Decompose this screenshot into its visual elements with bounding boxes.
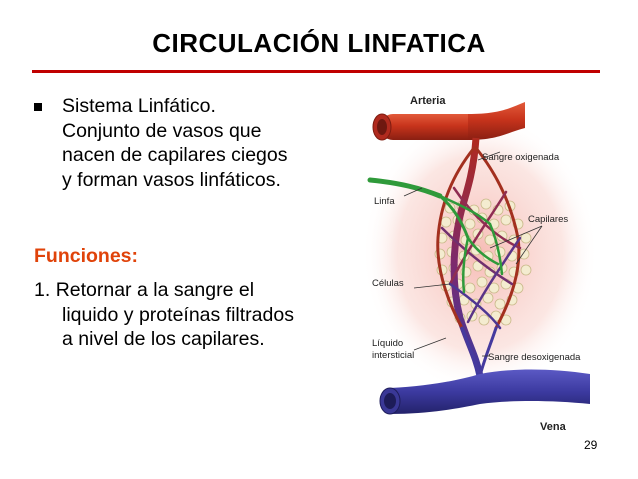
label-pointers bbox=[403, 151, 543, 357]
vein bbox=[379, 369, 590, 415]
capillary-network bbox=[436, 146, 522, 378]
lymphatic-diagram: Arteria Sangre oxigenada Linfa Capilares… bbox=[362, 95, 598, 433]
label-capilares: Capilares bbox=[528, 214, 568, 225]
label-sangre-oxigenada: Sangre oxigenada bbox=[482, 152, 560, 163]
bullet-line: y forman vasos linfáticos. bbox=[62, 168, 281, 191]
bullet-line: Sistema Linfático. bbox=[62, 95, 216, 117]
item-line: a nivel de los capilares. bbox=[62, 328, 265, 350]
lymph-vessels bbox=[367, 177, 504, 294]
label-celulas: Células bbox=[372, 278, 404, 289]
item-line: liquido y proteínas filtrados bbox=[62, 303, 294, 326]
label-liquido: Líquido bbox=[372, 338, 403, 349]
functions-heading: Funciones: bbox=[34, 245, 139, 267]
bullet-line: nacen de capilares ciegos bbox=[62, 144, 288, 166]
page-number: 29 bbox=[584, 438, 598, 452]
bullet-line: Conjunto de vasos que bbox=[62, 119, 262, 142]
label-intersticial: intersticial bbox=[372, 350, 414, 361]
label-linfa: Linfa bbox=[374, 196, 395, 207]
label-sangre-desoxigenada: Sangre desoxigenada bbox=[488, 352, 581, 363]
function-item-1: 1. Retornar a la sangre el liquido y pro… bbox=[34, 278, 294, 352]
label-arteria: Arteria bbox=[410, 95, 446, 107]
artery bbox=[372, 102, 525, 141]
bullet-text: Sistema Linfático. Conjunto de vasos que… bbox=[62, 94, 287, 192]
square-bullet-icon bbox=[34, 103, 42, 111]
slide-title: CIRCULACIÓN LINFATICA bbox=[152, 28, 486, 58]
title-divider bbox=[32, 70, 600, 73]
item-line: Retornar a la sangre el bbox=[55, 279, 255, 301]
item-number: 1. bbox=[34, 279, 51, 301]
label-vena: Vena bbox=[540, 421, 567, 433]
